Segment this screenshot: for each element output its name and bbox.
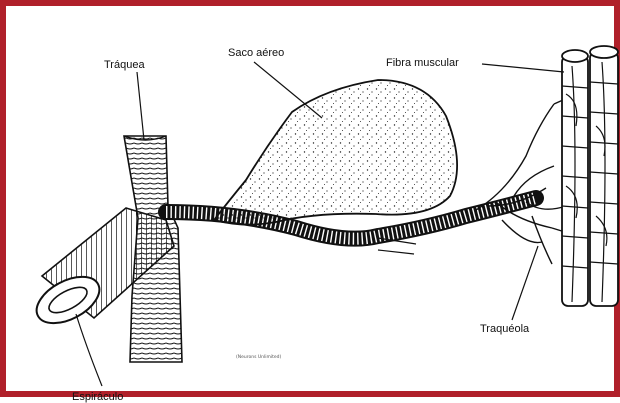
- label-espiraculo: Espiráculo: [72, 391, 123, 403]
- label-fibra-muscular: Fibra muscular: [386, 57, 459, 69]
- tracheal-system-diagram: Tráquea Saco aéreo Fibra muscular Traqué…: [6, 6, 620, 403]
- label-saco-aereo: Saco aéreo: [228, 47, 284, 59]
- credit-text: (Neurons Unlimited): [236, 354, 282, 360]
- label-traqueola: Traquéola: [480, 323, 530, 335]
- muscle-fibers: [562, 46, 618, 306]
- label-traquea: Tráquea: [104, 59, 145, 71]
- air-sac: [214, 80, 457, 225]
